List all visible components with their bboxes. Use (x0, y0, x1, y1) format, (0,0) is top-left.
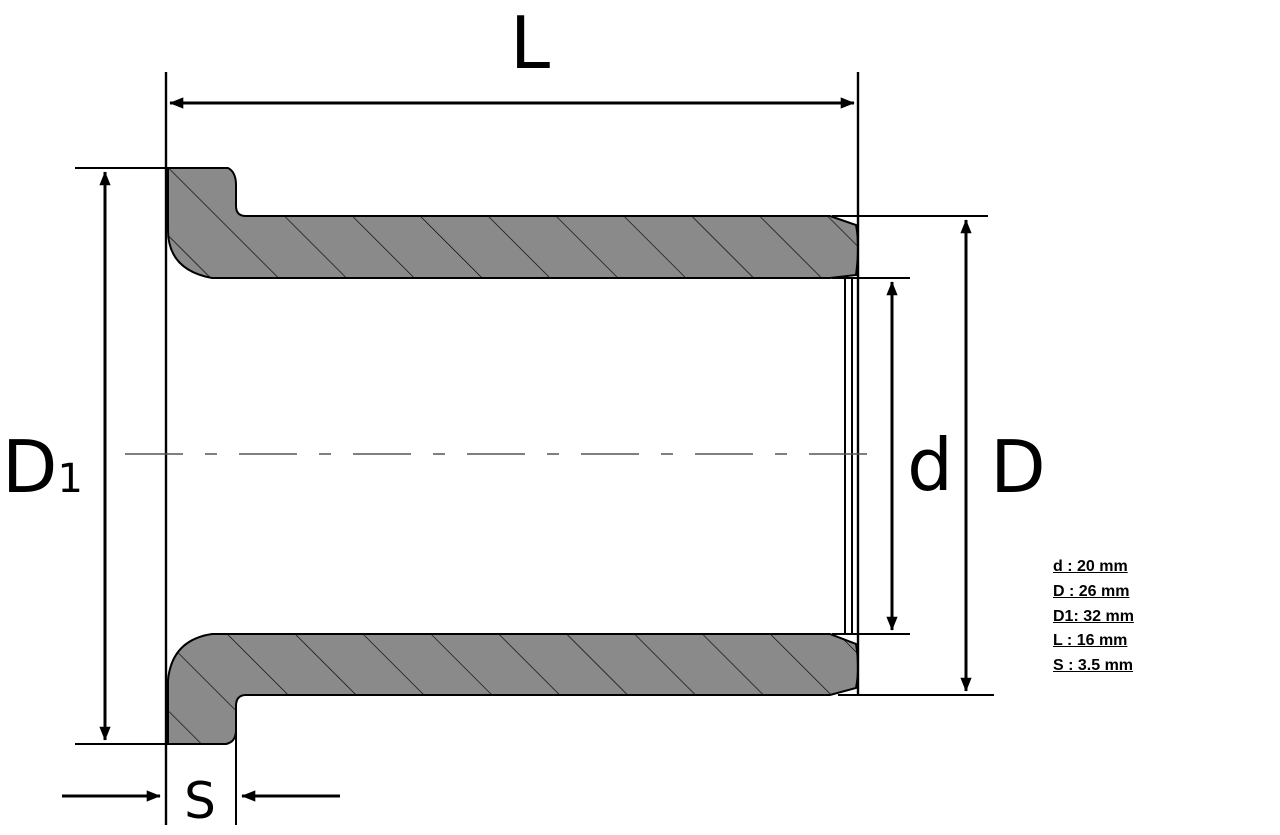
label-d: d (907, 423, 953, 507)
label-D1-main: D (2, 425, 57, 509)
label-D1: D1 (2, 425, 83, 509)
spec-D: D : 26 mm (1053, 582, 1130, 600)
bottom-wall-section (167, 633, 859, 745)
label-L: L (510, 1, 550, 85)
spec-list: d : 20 mm D : 26 mm D1: 32 mm L : 16 mm … (1053, 555, 1134, 679)
top-wall-section (167, 167, 859, 279)
spec-S: S : 3.5 mm (1053, 657, 1134, 675)
spec-L: L : 16 mm (1053, 632, 1128, 650)
spec-D1: D1: 32 mm (1053, 607, 1134, 625)
spec-d: d : 20 mm (1053, 558, 1128, 575)
label-D: D (990, 425, 1045, 509)
label-S: S (184, 772, 216, 830)
label-D1-subscript: 1 (57, 456, 82, 502)
